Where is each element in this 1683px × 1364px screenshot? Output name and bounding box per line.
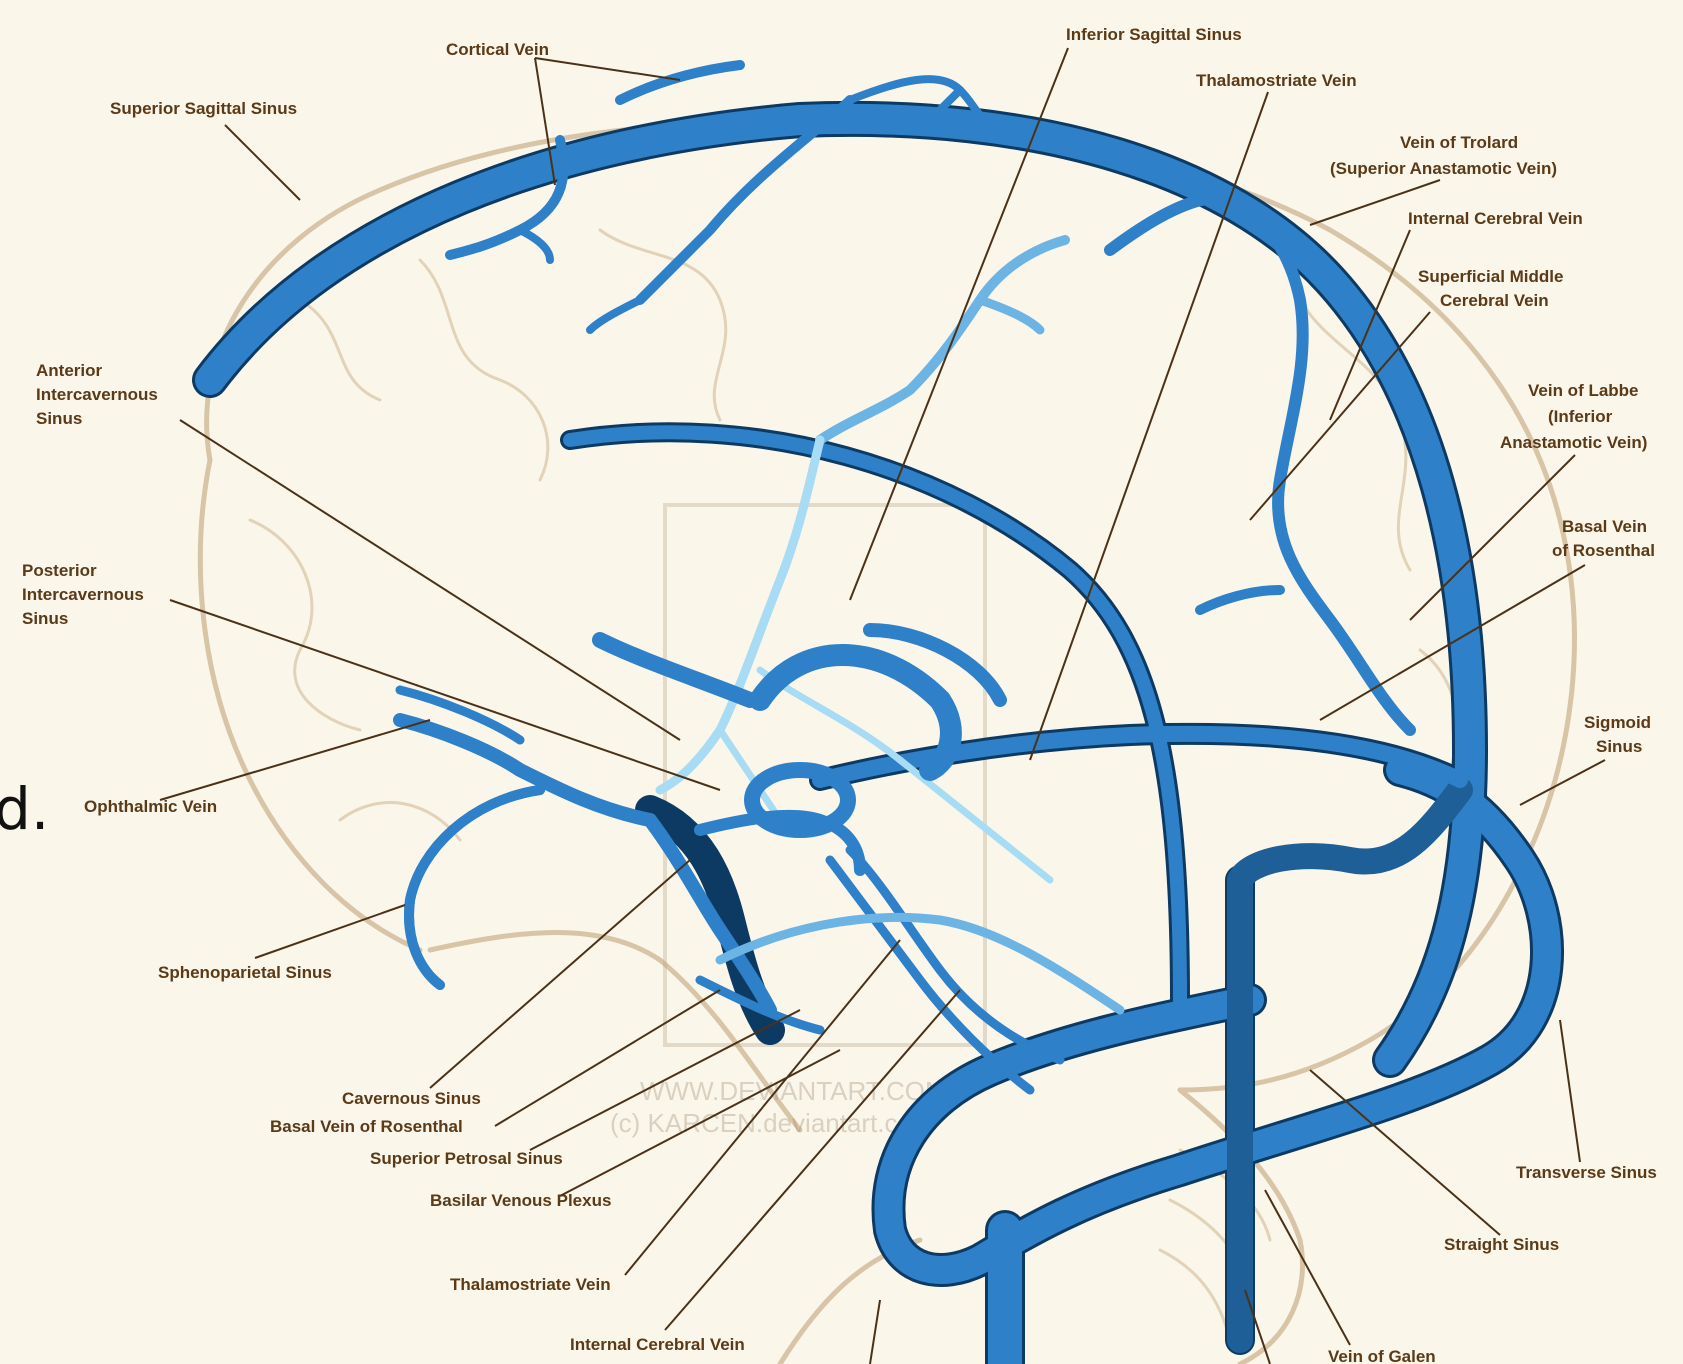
label-straight-sinus: Straight Sinus (1444, 1235, 1559, 1254)
label-vein-of-labbe-3: Anastamotic Vein) (1500, 433, 1647, 452)
label-inferior-sagittal-sinus: Inferior Sagittal Sinus (1066, 25, 1242, 44)
label-anterior-intercavernous-3: Sinus (36, 409, 82, 428)
label-ophthalmic-vein: Ophthalmic Vein (84, 797, 217, 816)
label-superficial-middle-1: Superficial Middle (1418, 267, 1563, 286)
label-basal-vein-right-1: Basal Vein (1562, 517, 1647, 536)
label-superior-sagittal-sinus: Superior Sagittal Sinus (110, 99, 297, 118)
label-basal-vein-bottom: Basal Vein of Rosenthal (270, 1117, 463, 1136)
watermark-line2: (c) KARCEN.deviantart.com (610, 1108, 934, 1138)
label-posterior-intercavernous-2: Intercavernous (22, 585, 144, 604)
label-posterior-intercavernous-1: Posterior (22, 561, 97, 580)
label-transverse-sinus: Transverse Sinus (1516, 1163, 1657, 1182)
label-sphenoparietal-sinus: Sphenoparietal Sinus (158, 963, 332, 982)
label-thalamostriate-vein-top: Thalamostriate Vein (1196, 71, 1357, 90)
label-anterior-intercavernous-2: Intercavernous (36, 385, 158, 404)
label-basilar-venous-plexus: Basilar Venous Plexus (430, 1191, 611, 1210)
label-sigmoid-1: Sigmoid (1584, 713, 1651, 732)
label-superior-petrosal-sinus: Superior Petrosal Sinus (370, 1149, 563, 1168)
label-basal-vein-right-2: of Rosenthal (1552, 541, 1655, 560)
label-vein-of-trolard-1: Vein of Trolard (1400, 133, 1518, 152)
label-sigmoid-2: Sinus (1596, 737, 1642, 756)
label-internal-cerebral-vein-bottom: Internal Cerebral Vein (570, 1335, 745, 1354)
label-posterior-intercavernous-3: Sinus (22, 609, 68, 628)
label-vein-of-galen: Vein of Galen (1328, 1347, 1436, 1364)
watermark-line1: WWW.DEVIANTART.COM (640, 1076, 947, 1106)
label-internal-cerebral-vein-top: Internal Cerebral Vein (1408, 209, 1583, 228)
label-vein-of-labbe-1: Vein of Labbe (1528, 381, 1639, 400)
label-vein-of-labbe-2: (Inferior (1548, 407, 1613, 426)
page-text-fragment: d. (0, 775, 49, 843)
label-thalamostriate-vein-bottom: Thalamostriate Vein (450, 1275, 611, 1294)
label-superficial-middle-2: Cerebral Vein (1440, 291, 1549, 310)
label-cortical-vein: Cortical Vein (446, 40, 549, 59)
label-cavernous-sinus: Cavernous Sinus (342, 1089, 481, 1108)
label-vein-of-trolard-2: (Superior Anastamotic Vein) (1330, 159, 1557, 178)
label-anterior-intercavernous-1: Anterior (36, 361, 103, 380)
